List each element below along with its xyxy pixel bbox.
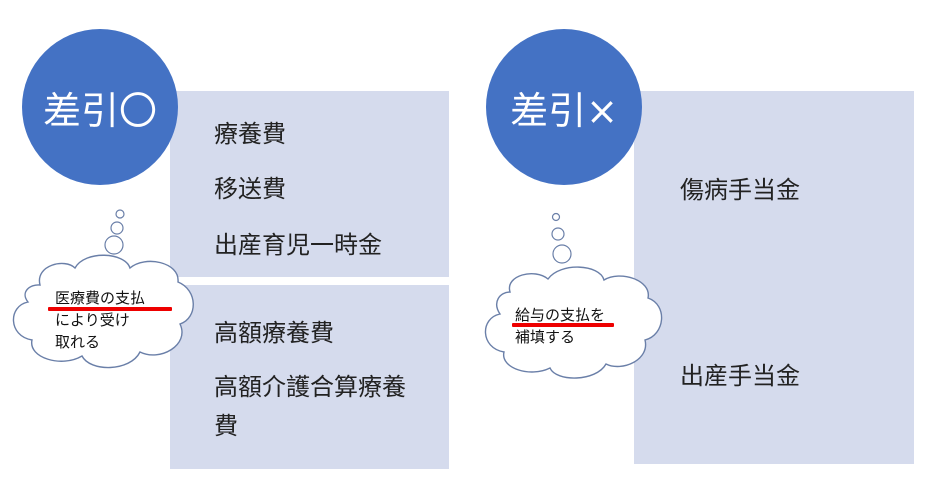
left-item-5-wrap: 費: [214, 412, 238, 440]
left-bubble-medium: [110, 221, 124, 235]
right-item-1: 傷病手当金: [680, 176, 800, 204]
left-badge-label: 差引〇: [42, 88, 157, 133]
right-badge-label: 差引×: [510, 88, 618, 133]
left-cloud-text: 医療費の支払 により受け 取れる: [55, 287, 145, 353]
left-cloud-line-1: 医療費の支払: [55, 289, 146, 307]
left-bubble-large: [104, 235, 124, 255]
left-bubble-small: [115, 209, 125, 219]
left-badge-circle: 差引〇: [22, 29, 178, 185]
right-bubble-medium: [551, 227, 565, 241]
left-item-2: 移送費: [214, 175, 286, 203]
right-box: [634, 91, 914, 464]
left-item-4: 高額療養費: [214, 319, 334, 347]
right-bubble-large: [552, 244, 572, 264]
right-cloud-text: 給与の支払を 補填する: [515, 304, 605, 348]
right-cloud-rest: を: [590, 306, 606, 324]
left-item-3: 出産育児一時金: [214, 231, 382, 259]
left-underline: [48, 307, 172, 311]
right-cloud-underlined: 給与の支払: [515, 306, 591, 324]
right-cloud-line-2: 補填する: [515, 328, 576, 346]
left-box-top: [170, 91, 449, 277]
right-bubble-small: [551, 212, 561, 222]
left-box-bottom: [170, 285, 449, 469]
left-cloud: [12, 254, 194, 369]
right-item-2: 出産手当金: [680, 362, 800, 390]
left-item-5: 高額介護合算療養: [214, 373, 406, 401]
right-cloud: [484, 266, 663, 379]
right-badge-circle: 差引×: [486, 29, 642, 185]
left-cloud-line-3: 取れる: [55, 333, 101, 351]
left-cloud-line-2: により受け: [55, 311, 130, 329]
right-underline: [512, 323, 614, 327]
left-item-1: 療養費: [214, 120, 286, 148]
